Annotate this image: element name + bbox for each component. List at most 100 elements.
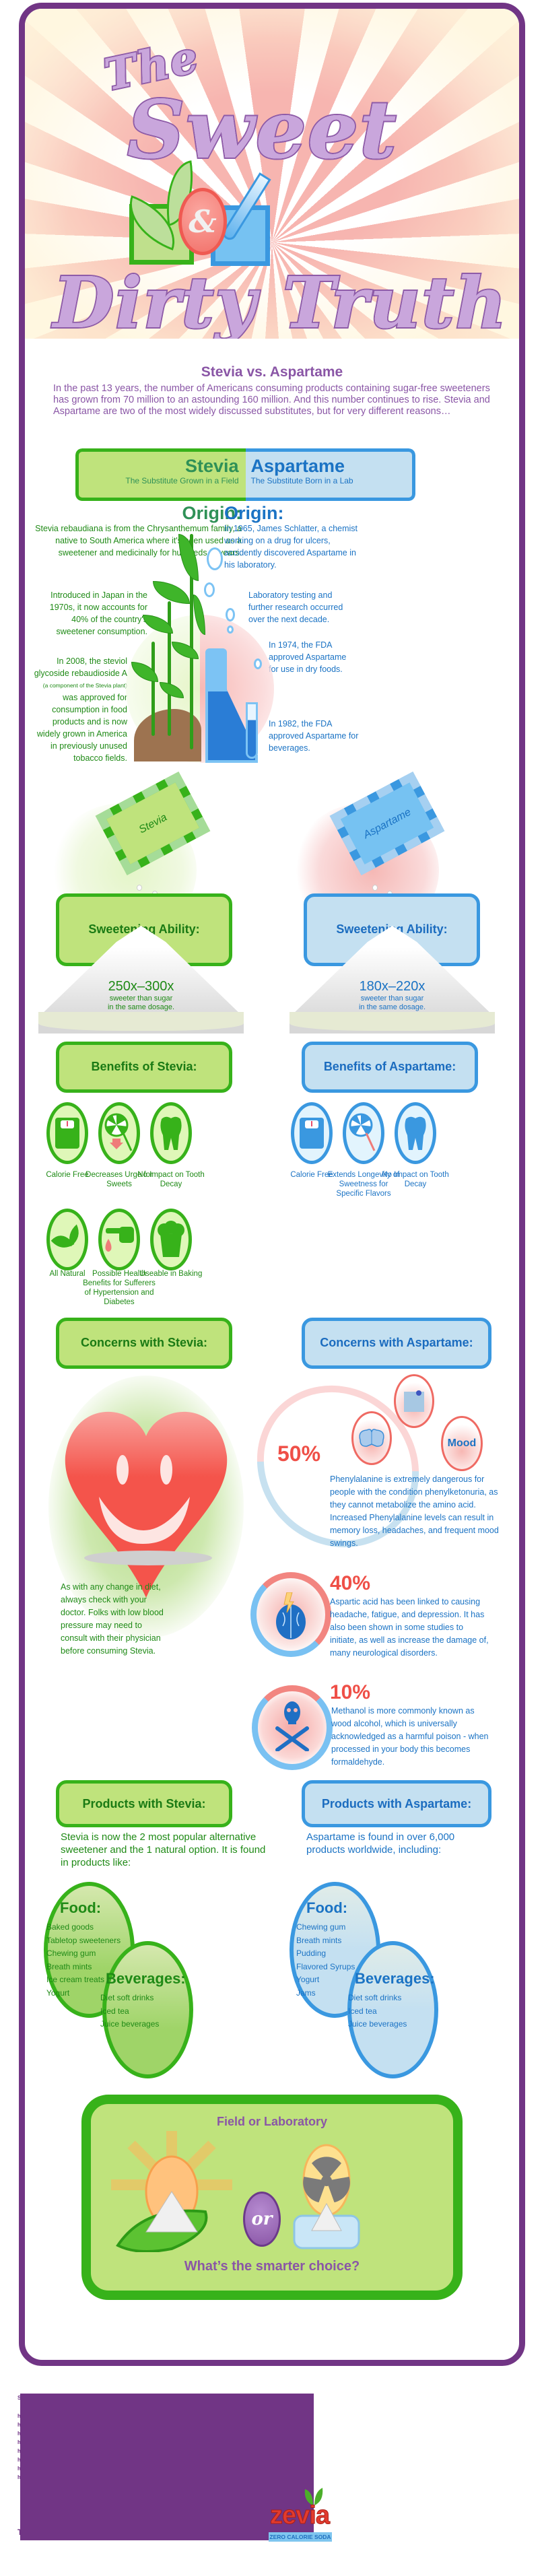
- list-item: Chewing gum: [46, 1948, 96, 1958]
- hero-banner: The Sweet & Dirty Truth: [25, 9, 519, 339]
- stevia-origin-p2: Introduced in Japan in the 1970s, it now…: [49, 590, 147, 636]
- title-dirty-truth: Dirty Truth: [52, 260, 508, 339]
- list-item: Pudding: [296, 1948, 327, 1958]
- sugar-pile-base: [38, 1012, 244, 1031]
- stevia-packet-label: Stevia: [137, 811, 169, 836]
- stevia-concerns-heading: Concerns with Stevia:: [56, 1318, 232, 1369]
- stevia-origin-p3-note: (a component of the Stevia plant): [42, 682, 127, 689]
- benefit-label: Extends Longevity of Sweetness for Speci…: [327, 1171, 400, 1198]
- sweetener-grain: [137, 885, 142, 891]
- brain-lightning-icon: [276, 1592, 306, 1639]
- aspartame-products-text: Aspartame is found in over 6,000 product…: [306, 1831, 455, 1856]
- sources-initial: h: [18, 2474, 21, 2480]
- aspartame-sweetening-value: 180x–220x sweeter than sugar in the same…: [290, 978, 495, 1012]
- list-item: Tabletop sweeteners: [46, 1935, 121, 1945]
- aspartame-benefits-heading: Benefits of Aspartame:: [302, 1042, 478, 1093]
- bubble-icon: [254, 658, 262, 669]
- flask-neck: [205, 648, 227, 696]
- stevia-origin-p1: Stevia rebaudiana is from the Chrysanthe…: [35, 524, 242, 557]
- stevia-beverages-bubble: [102, 1941, 193, 2078]
- sunburst-glow: [25, 9, 519, 339]
- list-item: Jams: [296, 1988, 316, 1998]
- stevia-sweetness-multiplier: 250x–300x: [108, 979, 174, 994]
- aspartame-packet-label: Aspartame: [362, 806, 413, 842]
- lollipop-down-arrow-icon: [98, 1102, 140, 1164]
- aspartame-concern-text: Aspartic acid has been linked to causing…: [330, 1597, 489, 1658]
- aspartame-food-title: Food:: [306, 1899, 348, 1916]
- stevia-origin-heading: Origin:: [182, 503, 242, 523]
- sources-initial: S: [18, 2395, 22, 2401]
- mood-icon: Mood: [441, 1416, 483, 1471]
- list-item: Breath mints: [296, 1935, 342, 1945]
- radiation-beaker-icon: [293, 2144, 360, 2249]
- muffin-icon: [150, 1209, 192, 1270]
- aspartame-origin-p2: Laboratory testing and further research …: [248, 590, 343, 624]
- benefit-label: No Impact on Tooth Decay: [137, 1171, 205, 1188]
- list-item: Yogurt: [46, 1988, 70, 1998]
- tooth-icon: [150, 1102, 192, 1164]
- scale-icon: [291, 1102, 333, 1164]
- sweetener-grain: [372, 885, 378, 891]
- mood-label: Mood: [447, 1437, 477, 1449]
- stevia-leaf-icon: [153, 581, 190, 604]
- zevia-logo[interactable]: zevia ZERO CALORIE SODA: [267, 2486, 332, 2543]
- stevia-stem: [151, 642, 155, 736]
- stevia-concern-text: As with any change in diet, always check…: [61, 1582, 164, 1656]
- stevia-beverages-title: Beverages:: [106, 1970, 186, 1987]
- stevia-sweetening-value: 250x–300x sweeter than sugar in the same…: [38, 978, 244, 1012]
- versus-banner: Stevia The Substitute Grown in a Field A…: [75, 448, 415, 501]
- stevia-origin-p3-a: In 2008, the steviol glycoside rebaudios…: [34, 656, 127, 678]
- skull-crossbones-icon: [275, 1701, 309, 1751]
- sources-initial: h: [18, 2448, 21, 2454]
- list-item: Diet soft drinks: [348, 1993, 402, 2002]
- leaf-icon: [304, 2488, 323, 2505]
- aspartame-beverages-list: Diet soft drinks Iced tea Juice beverage…: [348, 1992, 407, 2031]
- list-item: Iced tea: [100, 2006, 129, 2016]
- stevia-origin-p3: In 2008, the steviol glycoside rebaudios…: [32, 655, 127, 764]
- benefit-label: Calorie Free: [46, 1171, 89, 1179]
- finger-blood-drop-icon: [98, 1209, 140, 1270]
- sources-initial: h: [18, 2413, 21, 2419]
- final-question: What’s the smarter choice?: [184, 2259, 360, 2274]
- stevia-banner: Stevia The Substitute Grown in a Field: [75, 448, 246, 501]
- benefit-label: Possible Health Benefits for Sufferers o…: [83, 1270, 156, 1306]
- list-item: Diet soft drinks: [100, 1993, 154, 2002]
- intro-title: Stevia vs. Aspartame: [201, 364, 343, 380]
- stevia-benefits-heading: Benefits of Stevia:: [56, 1042, 232, 1093]
- stevia-stem: [168, 601, 171, 736]
- plant-and-lab-illustration: [126, 534, 274, 763]
- sources-initial: h: [18, 2457, 21, 2463]
- stevia-sweetness-caption-2: in the same dosage.: [107, 1003, 175, 1011]
- percent-ring: [252, 1685, 333, 1770]
- aspartame-sweetness-multiplier: 180x–220x: [359, 979, 426, 994]
- list-item: Breath mints: [46, 1961, 92, 1971]
- stevia-food-list: Baked goods Tabletop sweeteners Chewing …: [46, 1921, 121, 2000]
- list-item: Iced tea: [348, 2006, 377, 2016]
- bubble-icon: [227, 625, 234, 634]
- aspartame-origin-p4: In 1982, the FDA approved Aspartame for …: [269, 719, 359, 753]
- sources-redacted-block: [20, 2394, 314, 2540]
- zevia-wordmark: zevia: [270, 2501, 331, 2530]
- aspartame-subtitle: The Substitute Born in a Lab: [250, 476, 353, 485]
- concern-percent: 10%: [330, 1681, 371, 1703]
- aspartame-concern-text: Methanol is more commonly known as wood …: [331, 1706, 489, 1767]
- aspartame-beverages-bubble: [347, 1941, 438, 2078]
- list-item: Flavored Syrups: [296, 1961, 355, 1971]
- aspartame-food-list: Chewing gum Breath mints Pudding Flavore…: [296, 1921, 355, 2000]
- aspartame-products-heading: Products with Aspartame:: [302, 1780, 491, 1827]
- stevia-products-heading: Products with Stevia:: [56, 1780, 232, 1827]
- stevia-sweetness-caption-1: sweeter than sugar: [109, 994, 173, 1003]
- list-item: Juice beverages: [100, 2019, 160, 2029]
- aspartame-origin-p3: In 1974, the FDA approved Aspartame for …: [269, 640, 347, 674]
- bubble-icon: [226, 608, 235, 621]
- stevia-origin-p3-b: was approved for consumption in food pro…: [36, 693, 127, 763]
- lollipop-icon: [343, 1102, 384, 1164]
- test-tube-icon: [246, 702, 258, 759]
- brain-icon: [351, 1411, 392, 1465]
- benefit-label: No Impact on Tooth Decay: [382, 1171, 449, 1188]
- aspartame-origin-p1: In 1965, James Schlatter, a chemist work…: [224, 524, 358, 570]
- tooth-icon: [395, 1102, 436, 1164]
- final-title: Field or Laboratory: [216, 2115, 328, 2128]
- stevia-name: Stevia: [184, 456, 239, 476]
- list-item: Chewing gum: [296, 1922, 346, 1932]
